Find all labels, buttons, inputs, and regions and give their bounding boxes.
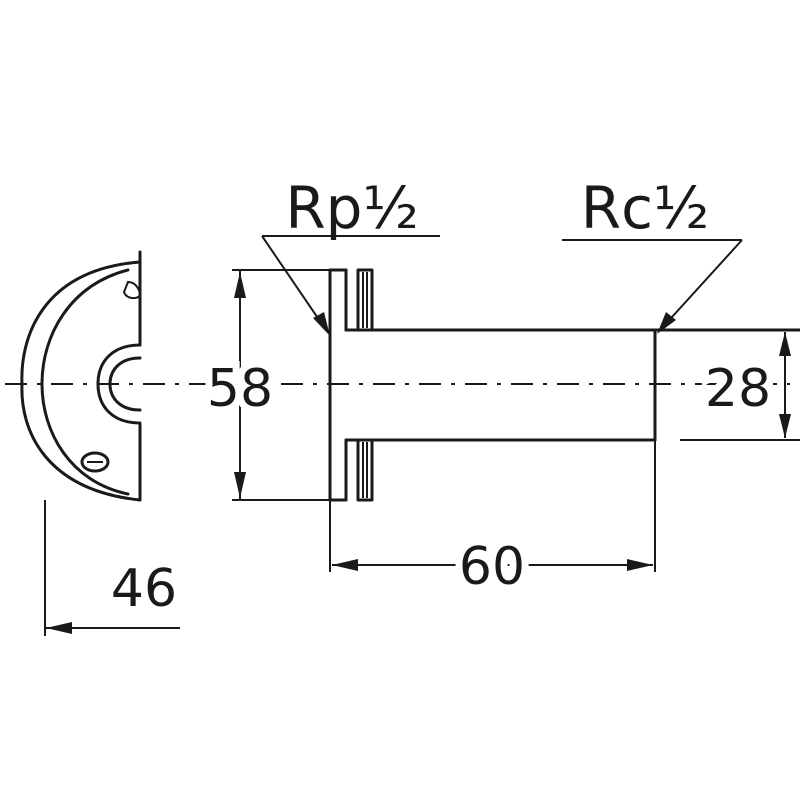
lower-screw-hole	[80, 451, 110, 473]
dimension-46: 46	[44, 500, 180, 636]
rc-thread-label: Rc½	[581, 174, 709, 242]
rp-thread-label: Rp½	[285, 174, 418, 242]
rp-thread-callout: Rp½	[261, 174, 440, 336]
flange-end-view	[20, 250, 142, 502]
dimension-58: 58	[200, 269, 330, 501]
dim-58-label: 58	[207, 359, 273, 419]
dim-60-label: 60	[459, 537, 525, 597]
dimension-28: 28	[698, 332, 791, 438]
dimension-60: 60	[329, 440, 656, 604]
dim-28-label: 28	[705, 359, 771, 419]
fitting-front-view	[328, 268, 800, 502]
upper-screw-hole	[122, 280, 142, 300]
rc-thread-callout: Rc½	[562, 174, 743, 334]
dim-46-label: 46	[111, 559, 177, 619]
